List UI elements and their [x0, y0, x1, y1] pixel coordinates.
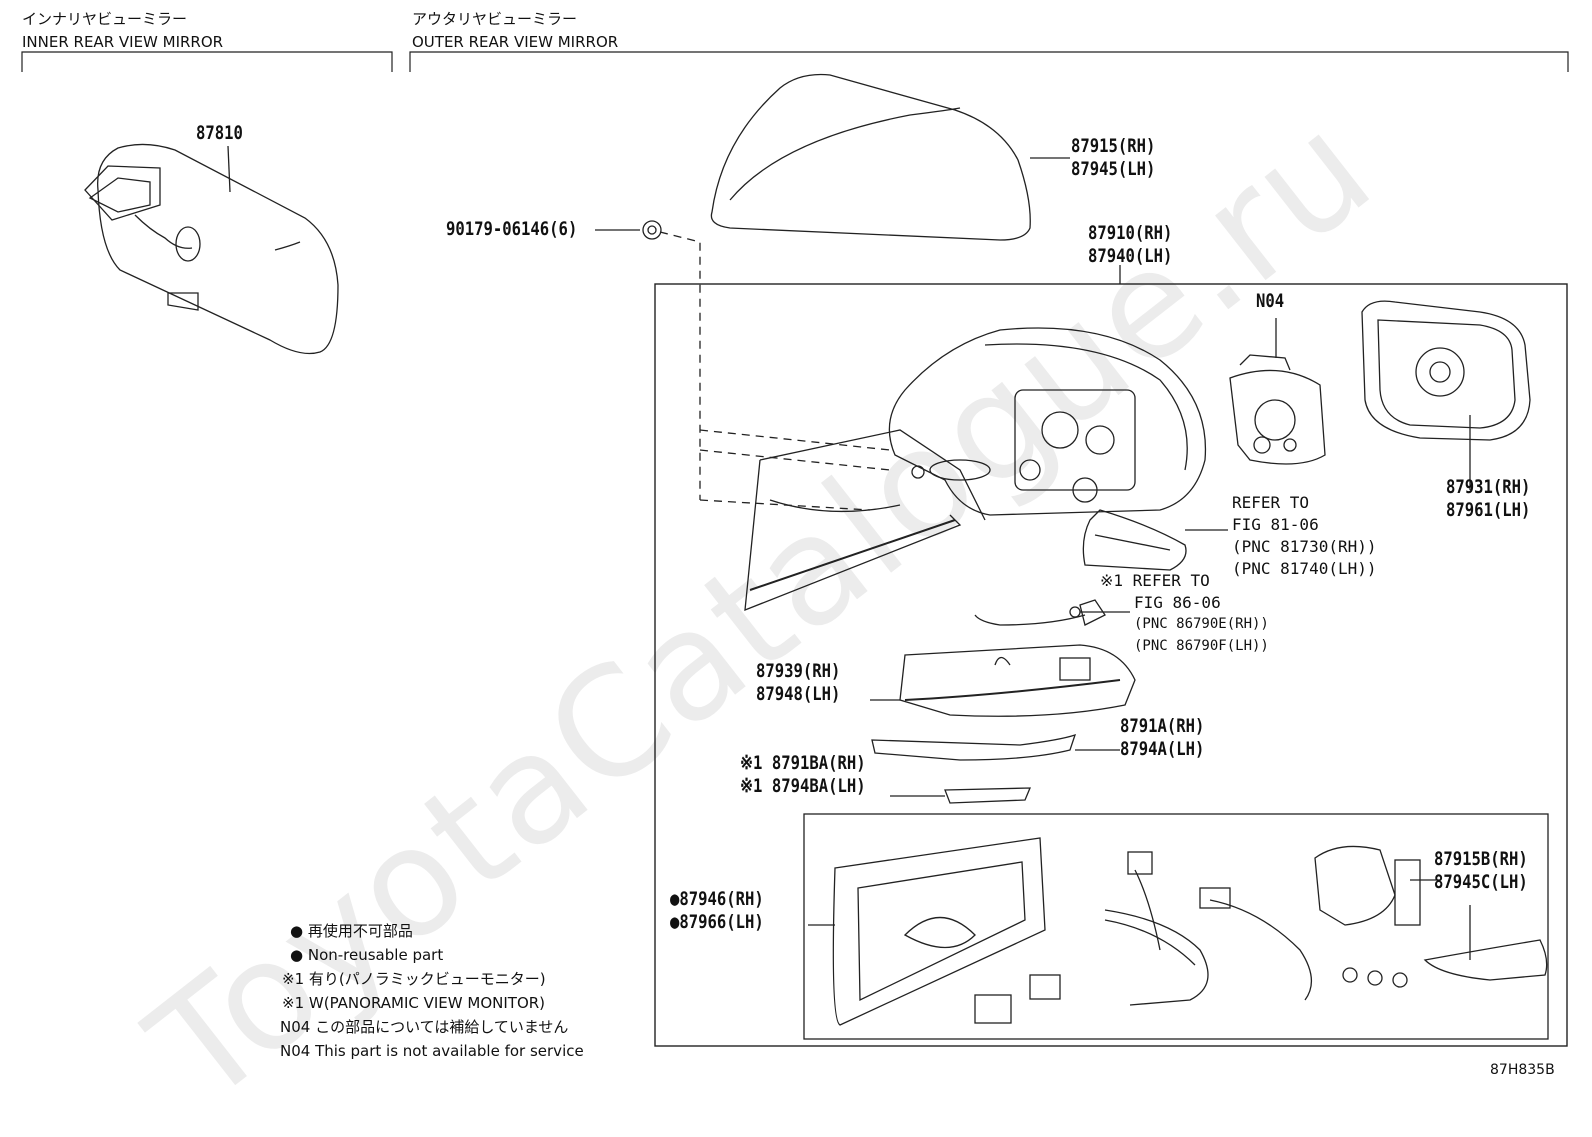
part-87940-lh-label[interactable]: 87940(LH)	[1088, 245, 1173, 267]
legend-nonreusable-en: ● Non-reusable part	[290, 946, 444, 964]
mirror-cover-drawing	[710, 73, 1070, 241]
part-87931-rh-label[interactable]: 87931(RH)	[1446, 476, 1531, 498]
garnish-drawing	[871, 733, 1120, 761]
inner-section-bracket	[21, 51, 393, 72]
part-87945-lh-label[interactable]: 87945(LH)	[1071, 158, 1156, 180]
inner-mirror-drawing	[84, 143, 339, 355]
outer-section-title-jp: アウタリヤビューミラー	[412, 10, 578, 28]
ref2-line3: (PNC 86790E(RH))	[1134, 616, 1269, 632]
part-87939-rh-label[interactable]: 87939(RH)	[756, 660, 841, 682]
legend-panoramic-jp: ※1 有り(パノラミックビューモニター)	[282, 970, 546, 988]
subassembly-frame	[803, 813, 1549, 1040]
wire-harness-drawing	[974, 851, 1312, 1024]
mirror-assembly-frame	[654, 283, 1568, 1047]
part-90179-label[interactable]: 90179-06146(6)	[446, 218, 578, 240]
part-8794ba-lh-label[interactable]: ※1 8794BA(LH)	[740, 775, 866, 797]
ref1-line1: REFER TO	[1232, 493, 1310, 512]
part-87810-label[interactable]: 87810	[196, 122, 243, 144]
legend-nonreusable-jp: ● 再使用不可部品	[290, 922, 413, 940]
part-87915-rh-label[interactable]: 87915(RH)	[1071, 135, 1156, 157]
inner-section-title-jp: インナリヤビューミラー	[22, 10, 188, 28]
legend-n04-jp: N04 この部品については補給していません	[280, 1018, 569, 1036]
ref2-line1: ※1 REFER TO	[1100, 571, 1210, 590]
legend-n04-en: N04 This part is not available for servi…	[280, 1042, 584, 1060]
ref2-line2[interactable]: FIG 86-06	[1134, 593, 1221, 612]
part-87946-rh-label[interactable]: ●87946(RH)	[670, 888, 764, 910]
actuator-drawing	[1314, 845, 1440, 988]
back-plate-drawing	[808, 837, 1046, 1026]
lamp-housing-drawing	[870, 644, 1136, 717]
ref2-line4: (PNC 86790F(LH))	[1134, 638, 1269, 654]
part-87915b-rh-label[interactable]: 87915B(RH)	[1434, 848, 1528, 870]
legend-panoramic-en: ※1 W(PANORAMIC VIEW MONITOR)	[282, 994, 546, 1012]
mirror-glass-drawing	[1361, 300, 1531, 490]
part-n04-label[interactable]: N04	[1256, 290, 1285, 312]
outer-section-title-en: OUTER REAR VIEW MIRROR	[412, 33, 619, 51]
figure-code: 87H835B	[1490, 1062, 1555, 1078]
part-8791ba-rh-label[interactable]: ※1 8791BA(RH)	[740, 752, 866, 774]
part-87910-rh-label[interactable]: 87910(RH)	[1088, 222, 1173, 244]
ref1-line2[interactable]: FIG 81-06	[1232, 515, 1319, 534]
screw-drawing	[595, 220, 701, 500]
mirror-body-drawing	[699, 265, 1207, 611]
parts-diagram: ToyotaCatalogue.ru	[21, 10, 1569, 1137]
camera-cover-drawing	[890, 787, 1031, 804]
part-8794a-lh-label[interactable]: 8794A(LH)	[1120, 738, 1205, 760]
part-87966-lh-label[interactable]: ●87966(LH)	[670, 911, 764, 933]
turn-lamp-drawing	[1082, 509, 1228, 571]
mirror-motor-n04-drawing	[1229, 318, 1326, 465]
part-8791a-rh-label[interactable]: 8791A(RH)	[1120, 715, 1205, 737]
ref1-line3: (PNC 81730(RH))	[1232, 537, 1377, 556]
part-87948-lh-label[interactable]: 87948(LH)	[756, 683, 841, 705]
ref1-line4: (PNC 81740(LH))	[1232, 559, 1377, 578]
side-cover-drawing	[1423, 905, 1548, 981]
part-87945c-lh-label[interactable]: 87945C(LH)	[1434, 871, 1528, 893]
camera-drawing	[974, 599, 1130, 626]
inner-section-title-en: INNER REAR VIEW MIRROR	[22, 33, 224, 51]
diagram-drawing	[21, 51, 1569, 1047]
part-87961-lh-label[interactable]: 87961(LH)	[1446, 499, 1531, 521]
outer-section-bracket	[409, 51, 1569, 72]
